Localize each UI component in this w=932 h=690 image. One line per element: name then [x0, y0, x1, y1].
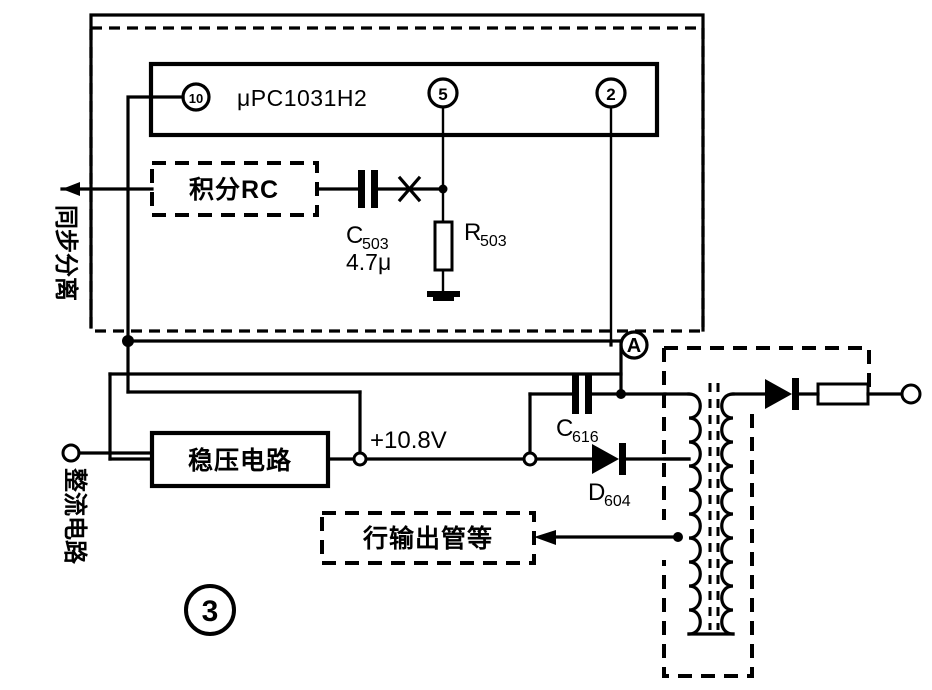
supply-rail-wire: [326, 451, 532, 467]
ic-pin-2-label: 2: [606, 85, 615, 104]
supply-rail-label: +10.8V: [370, 427, 447, 454]
sync-separator-label: 同步分离: [52, 205, 80, 301]
ic-body: [148, 61, 660, 138]
resistor-r503: [433, 187, 454, 293]
diode-d604-subscript: 604: [604, 493, 631, 510]
block-integrator-label: 积分RC: [189, 176, 279, 204]
supply-rail-node: [352, 451, 368, 467]
figure-number-badge: 3: [184, 584, 236, 636]
block-horizontal-output-label: 行输出管等: [362, 524, 493, 553]
ic-pin-5[interactable]: 5: [427, 77, 459, 109]
secondary-series-resistor: [816, 382, 905, 406]
transformer-section-dashed-enclosure: [662, 346, 871, 678]
transformer-core: [708, 383, 720, 630]
ic-pin-10[interactable]: 10: [181, 82, 211, 112]
secondary-rectifier-diode: [765, 378, 820, 410]
resistor-r503-subscript: 503: [480, 233, 507, 250]
node-marker-a: A: [619, 330, 649, 360]
wire-break-cross-icon: [397, 175, 422, 203]
sync-separator-output-arrow: [60, 182, 154, 196]
pin-10-wire: [126, 95, 185, 343]
ic-pin-2[interactable]: 2: [595, 77, 627, 109]
regulator-feedback-wires: [108, 339, 623, 461]
resistor-r503-ref: R: [464, 219, 481, 246]
ground-symbol-icon: [427, 291, 460, 301]
block-regulator: 稳压电路: [149, 430, 331, 489]
ic-pin-10-label: 10: [189, 91, 203, 106]
transformer-primary-winding: [663, 392, 735, 636]
capacitor-c503: [315, 170, 445, 208]
junction-node-d604-c616: [522, 451, 538, 467]
ic-part-number-label: μPC1031H2: [237, 85, 367, 111]
figure-number-label: 3: [202, 595, 219, 628]
capacitor-c503-subscript: 503: [362, 236, 389, 253]
capacitor-c616: [528, 375, 667, 461]
junction-dot-transformer-tap: [673, 532, 683, 542]
capacitor-c503-ref: C: [346, 222, 363, 249]
lower-ic-bus-wire: [122, 335, 623, 347]
capacitor-c616-ref: C: [556, 415, 573, 442]
rectifier-input-terminal[interactable]: [61, 443, 154, 463]
block-horizontal-output: 行输出管等: [320, 511, 536, 565]
node-marker-a-label: A: [627, 335, 641, 357]
ic-pin-5-label: 5: [438, 85, 447, 104]
ic-section-dashed-enclosure: [89, 26, 705, 333]
junction-dot-c616: [616, 389, 626, 399]
capacitor-c616-subscript: 616: [572, 429, 599, 446]
output-terminal[interactable]: [900, 383, 922, 405]
diode-d604-ref: D: [588, 479, 605, 506]
block-integrator: 积分RC: [150, 161, 319, 217]
horizontal-output-feed-wire: [534, 530, 683, 545]
rectifier-label: 整流电路: [61, 468, 89, 565]
block-regulator-label: 稳压电路: [188, 446, 292, 475]
diode-d604: [522, 443, 691, 475]
capacitor-c503-value: 4.7μ: [346, 249, 391, 275]
transformer-secondary-winding: [720, 392, 767, 636]
